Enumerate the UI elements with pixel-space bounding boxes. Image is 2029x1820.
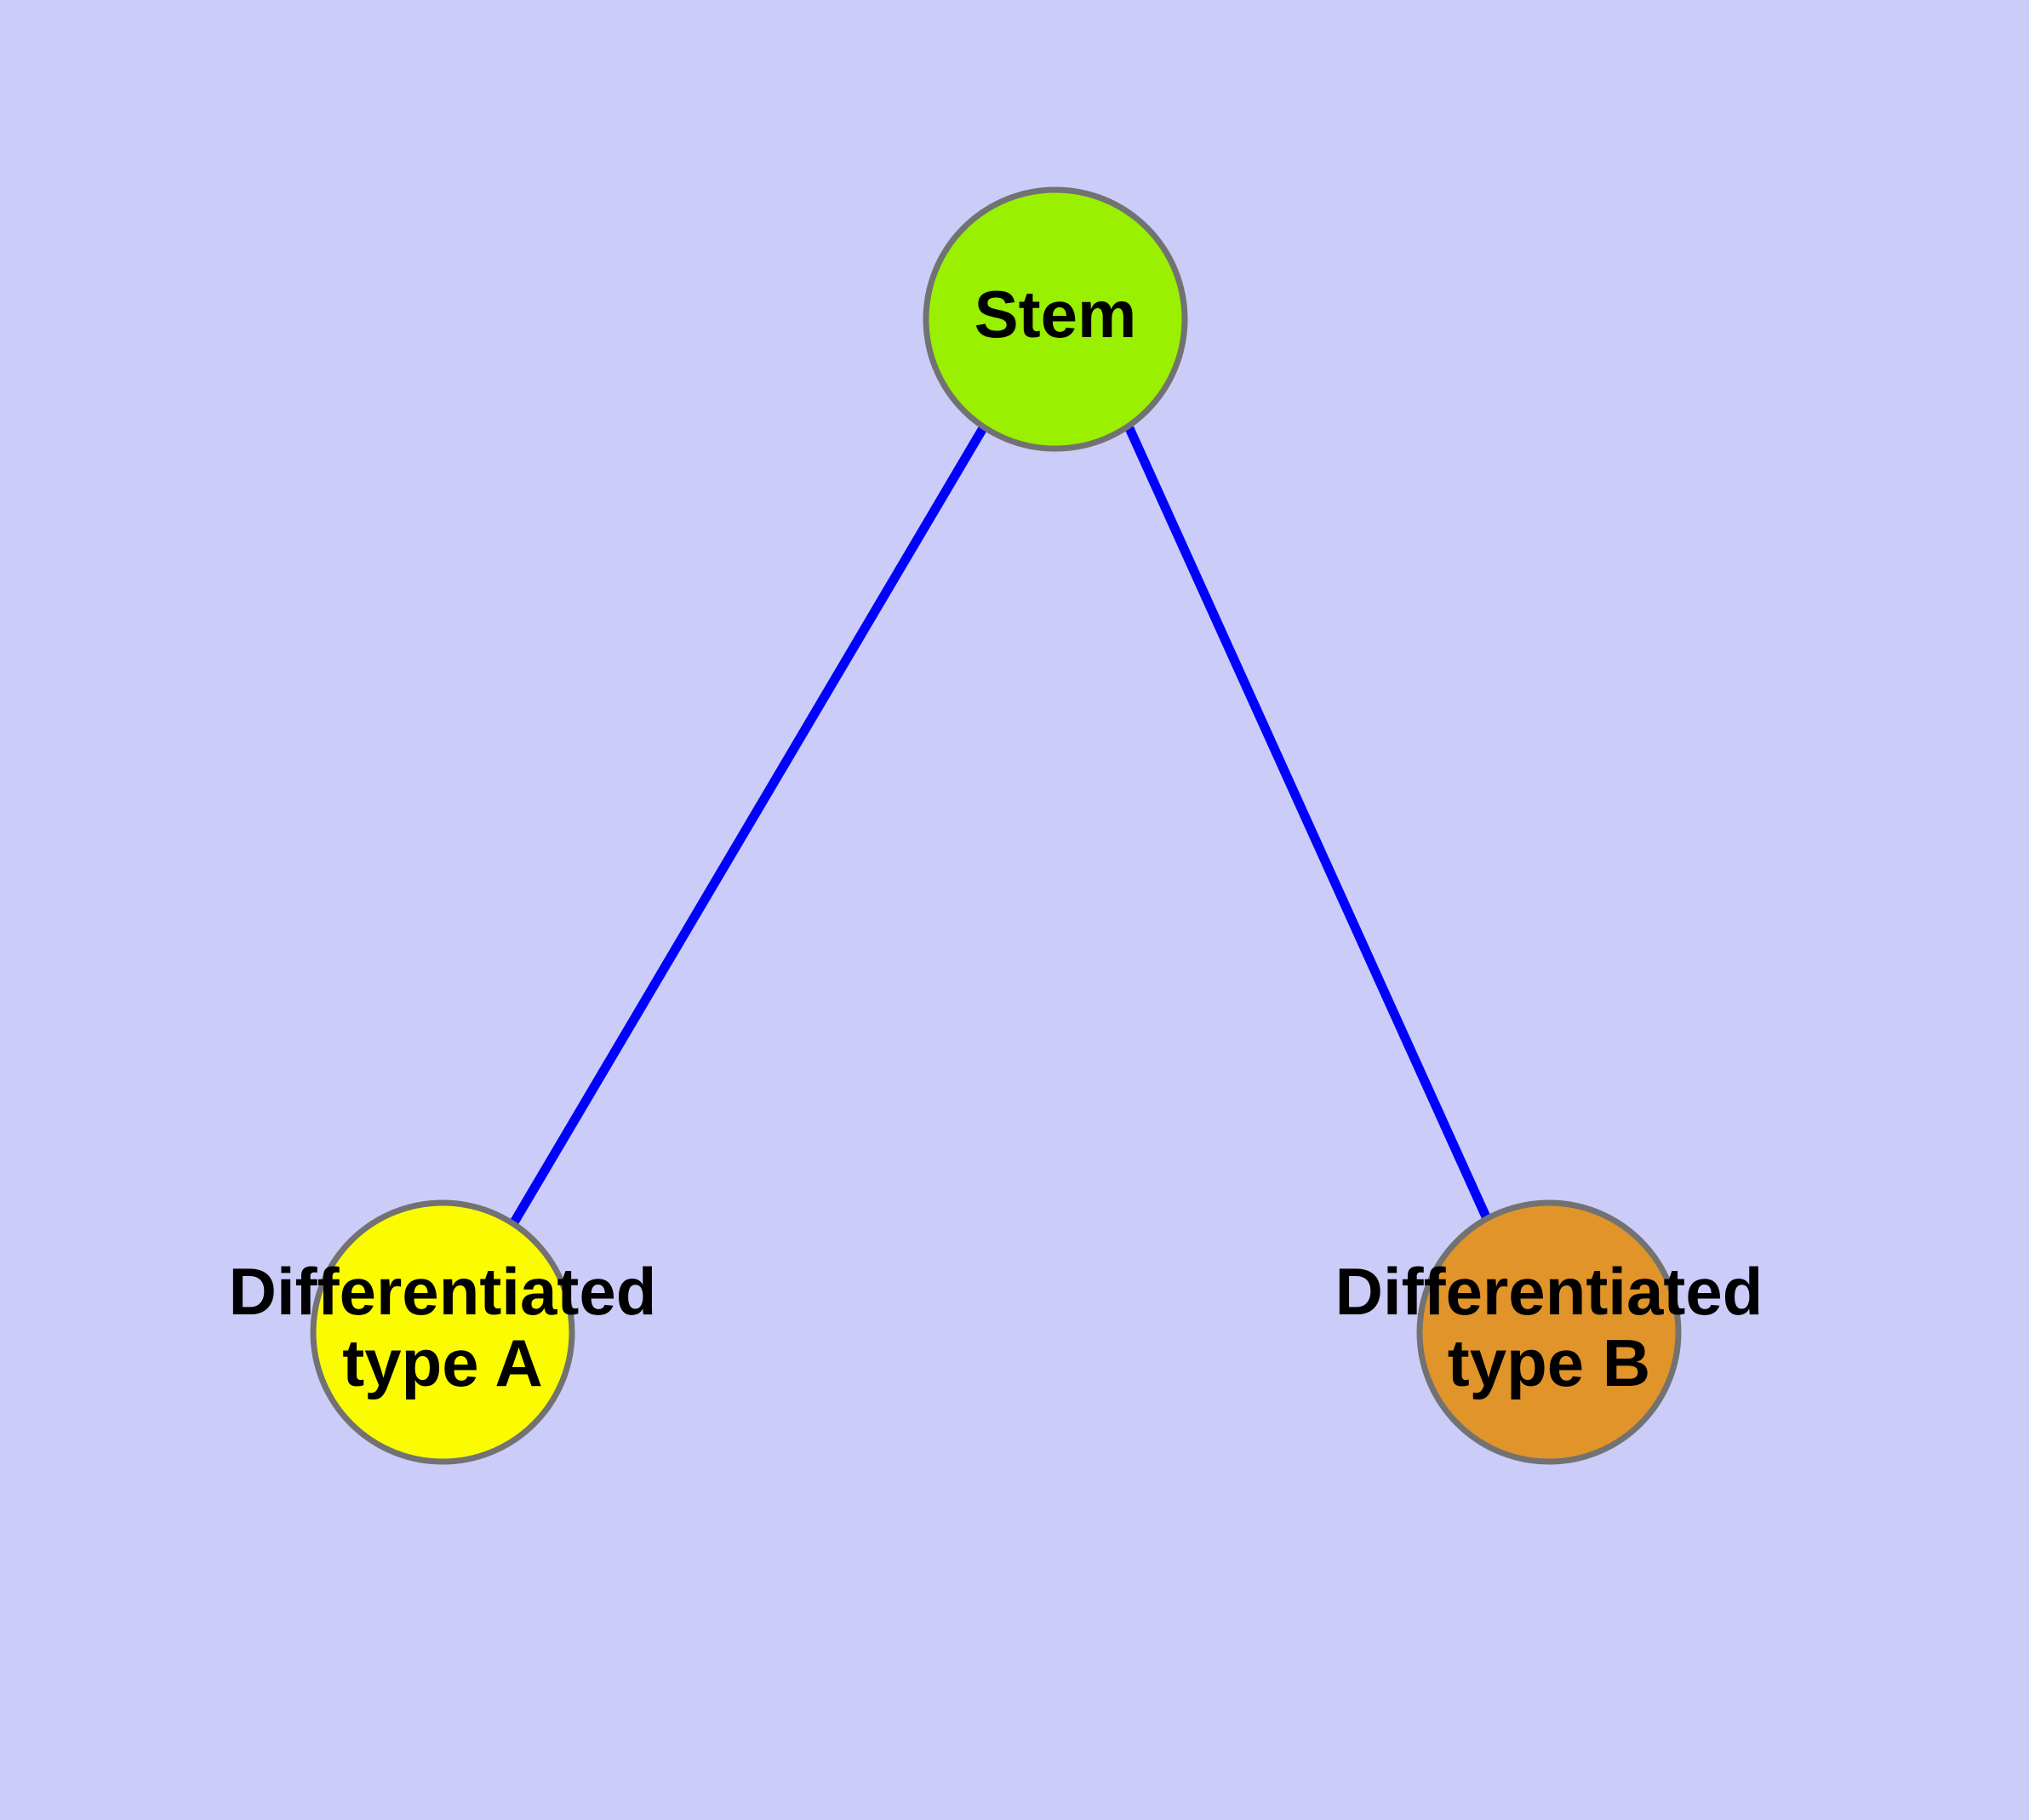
graph-node-stem[interactable] (923, 186, 1188, 452)
edge-layer (510, 426, 1494, 1225)
graph-node-diff-b[interactable] (1416, 1199, 1682, 1465)
node-label-stem: Stem (974, 277, 1137, 352)
graph-edge-stem-to-diff-b (1124, 426, 1494, 1225)
node-label-line: type B (1448, 1325, 1650, 1400)
graph-node-diff-a[interactable] (310, 1199, 575, 1465)
node-layer (310, 186, 1682, 1465)
node-label-line: Differentiated (229, 1254, 657, 1329)
graph-edge-stem-to-diff-a (510, 426, 987, 1225)
node-label-line: Stem (974, 277, 1137, 352)
node-label-line: Differentiated (1335, 1254, 1763, 1329)
node-label-line: type A (342, 1325, 543, 1400)
